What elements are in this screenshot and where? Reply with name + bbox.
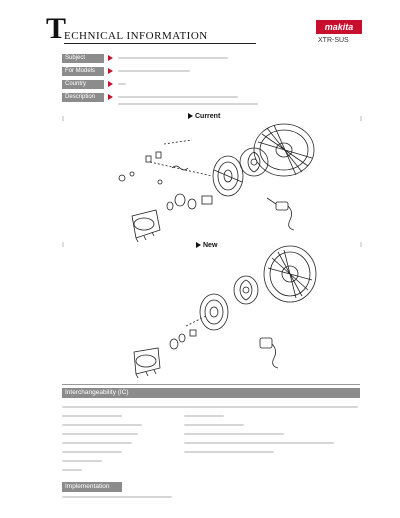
current-spring-drawing xyxy=(239,147,269,177)
current-housing-drawing xyxy=(253,123,315,177)
current-starter-cup-drawing xyxy=(131,209,161,243)
current-label-text: Current xyxy=(195,113,221,120)
subject-arrow-icon xyxy=(108,55,113,61)
models-value xyxy=(118,70,190,72)
current-label: Current xyxy=(188,113,220,120)
ic-text-line xyxy=(62,433,138,435)
title-initial: T xyxy=(46,12,67,45)
ic-text-line xyxy=(184,415,224,417)
description-arrow-icon xyxy=(108,94,113,100)
subject-value xyxy=(118,57,228,59)
document-code: XTR-SUS xyxy=(318,37,349,44)
triangle-icon xyxy=(188,113,193,120)
country-value xyxy=(118,83,126,85)
new-pulley-drawing xyxy=(199,293,229,331)
new-spring-drawing xyxy=(233,275,259,305)
implementation-text-line xyxy=(62,496,172,498)
models-label: For Models xyxy=(62,67,104,76)
new-small-parts-drawing xyxy=(169,315,207,350)
description-label: Description xyxy=(62,93,104,102)
description-line-1 xyxy=(118,96,238,98)
new-housing-drawing xyxy=(263,245,317,303)
ic-text-line xyxy=(184,451,274,453)
ic-text-line xyxy=(184,433,284,435)
ic-text-line xyxy=(62,406,358,408)
ic-text-line xyxy=(62,451,122,453)
current-small-parts-drawing xyxy=(118,139,213,211)
subject-label: Subject xyxy=(62,54,104,63)
new-starter-cup-drawing xyxy=(133,347,161,379)
ic-text-line xyxy=(62,460,102,462)
exploded-view-drawing xyxy=(62,116,362,379)
makita-logo: makita xyxy=(316,20,362,34)
ic-text-line xyxy=(62,469,82,471)
current-pulley-drawing xyxy=(212,155,244,197)
document-title: T ECHNICAL INFORMATION xyxy=(46,14,276,44)
new-label-text: New xyxy=(203,242,218,249)
title-underline xyxy=(64,43,256,44)
country-arrow-icon xyxy=(108,81,113,87)
ic-text-line xyxy=(62,415,122,417)
ic-text-line xyxy=(62,424,142,426)
implementation-header: Implementation xyxy=(62,482,122,492)
triangle-icon xyxy=(196,242,201,249)
description-line-2 xyxy=(118,103,258,105)
ic-text-line xyxy=(184,424,244,426)
interchangeability-header: Interchangeability (IC) xyxy=(62,388,360,398)
country-label: Country xyxy=(62,80,104,89)
ic-text-line xyxy=(184,442,334,444)
new-label: New xyxy=(196,242,217,249)
divider xyxy=(62,384,360,385)
current-handle-drawing xyxy=(266,197,295,231)
models-arrow-icon xyxy=(108,68,113,74)
new-handle-drawing xyxy=(259,337,279,369)
ic-text-line xyxy=(62,442,132,444)
title-text: ECHNICAL INFORMATION xyxy=(64,30,208,42)
